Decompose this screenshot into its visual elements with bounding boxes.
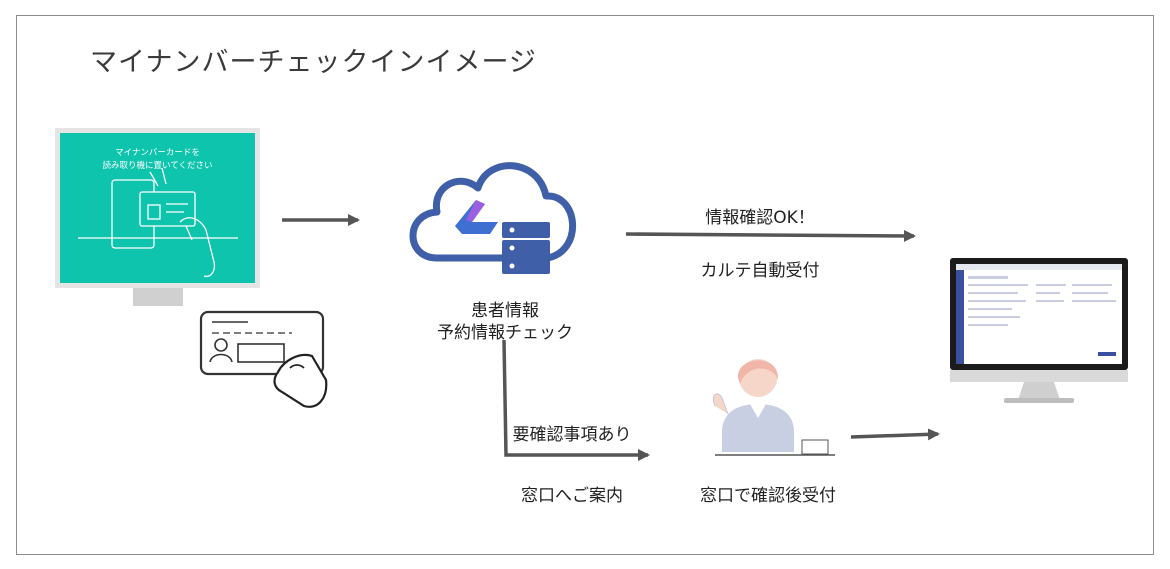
diagram-frame (16, 15, 1154, 555)
bottom-path-label-check: 要確認事項あり (512, 425, 632, 445)
kiosk-text-line1: マイナンバーカードを (115, 148, 200, 158)
diagram-title: マイナンバーチェックインイメージ (90, 47, 537, 78)
cloud-server-icon (409, 162, 576, 274)
card-reader-icon (78, 167, 238, 278)
cloud-label-line2: 予約情報チェック (437, 323, 573, 343)
karte-monitor (950, 258, 1128, 403)
hand-icon (273, 353, 328, 408)
kiosk-text-line2: 読み取り機に置いてください (102, 161, 213, 171)
top-path-label-auto: カルテ自動受付 (700, 261, 820, 281)
karte-screen (956, 264, 1122, 364)
mynumber-card-icon (199, 310, 328, 408)
kiosk-stand (133, 288, 183, 306)
reception-label: 窓口で確認後受付 (700, 486, 836, 506)
cloud-label-line1: 患者情報 (471, 301, 539, 321)
arrow-cloud-to-karte (625, 229, 916, 242)
top-path-label-ok: 情報確認OK！ (705, 208, 815, 228)
server-icon (502, 222, 550, 274)
receptionist-icon (712, 359, 835, 456)
bottom-path-label-guide: 窓口へご案内 (521, 486, 623, 506)
arrow-cloud-to-counter (502, 339, 650, 461)
arrow-counter-to-karte (850, 428, 940, 441)
logo-icon (455, 200, 498, 234)
kiosk-monitor (55, 128, 260, 306)
